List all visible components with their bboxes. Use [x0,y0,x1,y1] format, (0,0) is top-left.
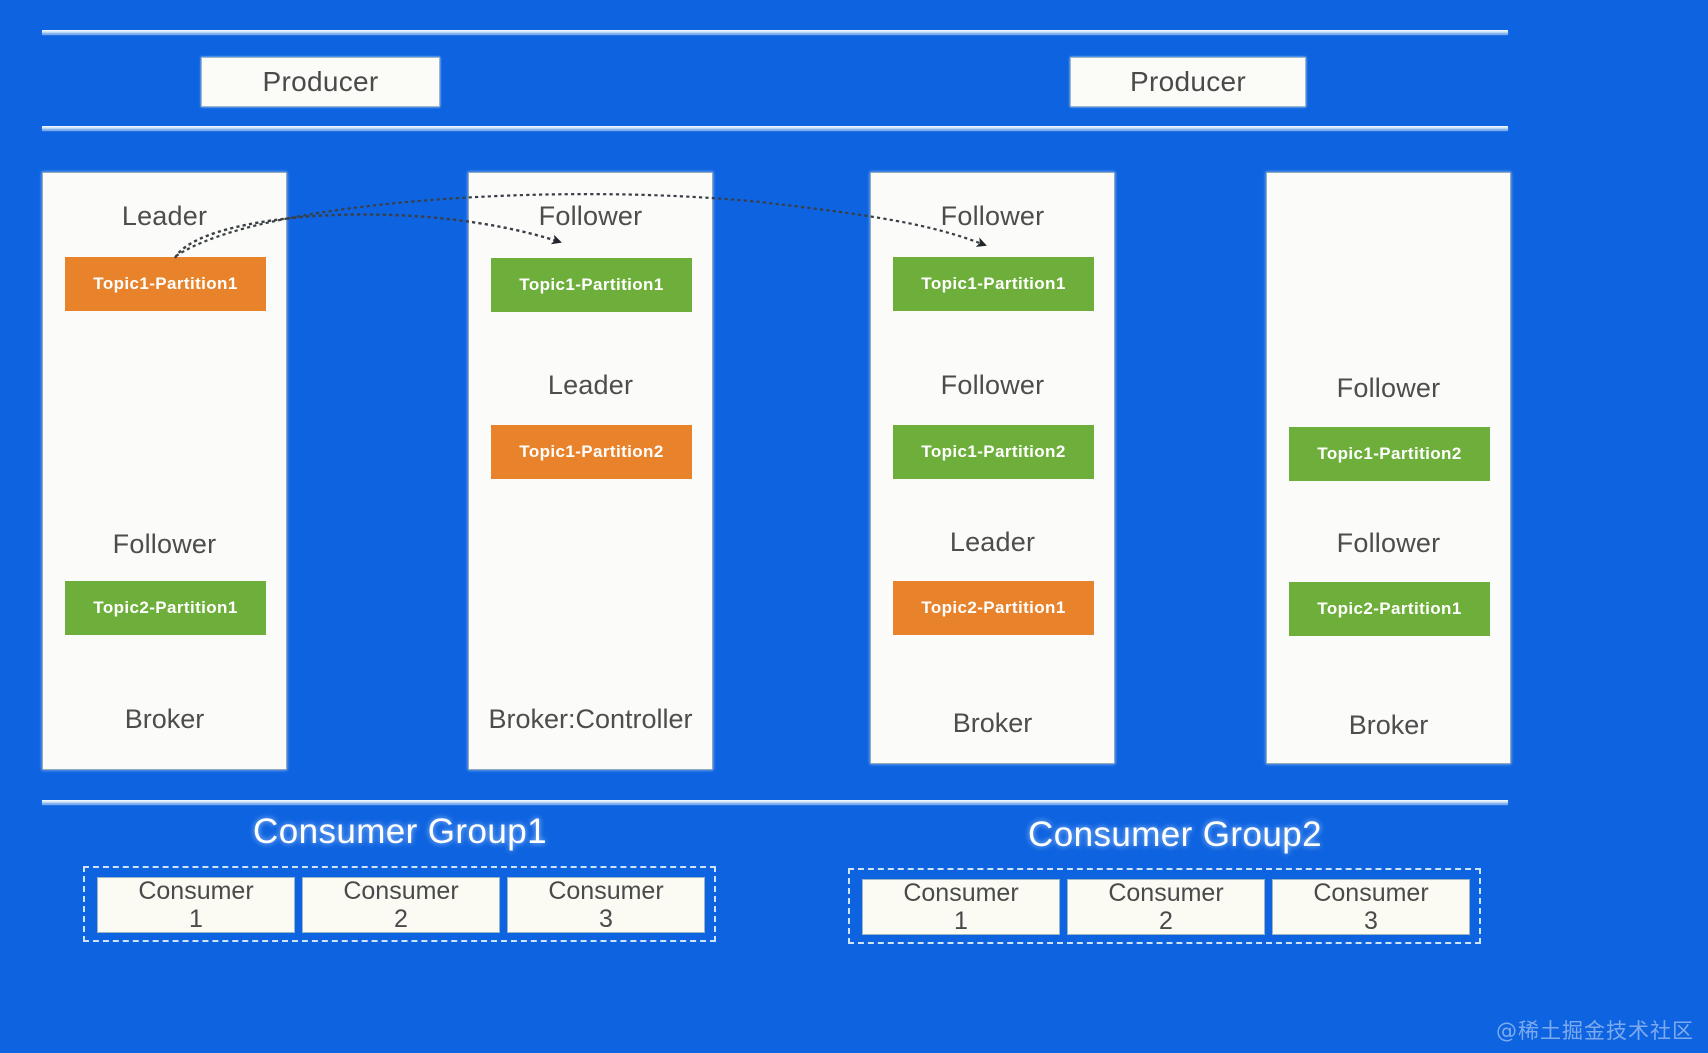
broker3-role-label-2: Follower [940,370,1045,400]
broker2-partition-1[interactable]: Topic1-Partition1 [491,258,692,312]
consumer-name: Consumer [548,877,664,905]
consumer-name: Consumer [343,877,459,905]
consumer-group-1-box [83,866,716,942]
broker3-partition-1[interactable]: Topic1-Partition1 [893,257,1094,311]
broker4-partition-2[interactable]: Topic2-Partition1 [1289,582,1490,636]
broker3-role-label-3: Leader [949,527,1036,557]
broker2-role-label-1: Follower [538,201,643,231]
consumer-group-2-title: Consumer Group2 [1028,815,1322,854]
partition-label: Topic1-Partition1 [93,274,238,293]
broker3-partition-2[interactable]: Topic1-Partition2 [893,425,1094,479]
broker4-partition-1[interactable]: Topic1-Partition2 [1289,427,1490,481]
producer-box-1[interactable]: Producer [201,57,440,107]
broker-column-2[interactable]: Follower Topic1-Partition1 Leader Topic1… [468,172,713,770]
consumer-index: 2 [1159,907,1173,935]
consumer-name: Consumer [1313,879,1429,907]
consumer-group-1-title: Consumer Group1 [253,812,547,851]
partition-label: Topic1-Partition2 [1317,444,1462,463]
broker1-role-label-1: Leader [121,201,208,231]
consumer-group-2-box [848,868,1481,944]
partition-label: Topic1-Partition1 [519,275,664,294]
consumer-group-2-consumer-1[interactable]: Consumer 1 [862,879,1060,935]
broker4-role-label-1: Follower [1336,373,1441,403]
consumer-name: Consumer [1108,879,1224,907]
broker3-partition-3[interactable]: Topic2-Partition1 [893,581,1094,635]
consumer-index: 3 [599,905,613,933]
partition-label: Topic1-Partition2 [921,442,1066,461]
consumer-index: 2 [394,905,408,933]
broker1-footer-label: Broker [124,704,205,734]
consumer-group-2-consumer-3[interactable]: Consumer 3 [1272,879,1470,935]
broker2-footer-label: Broker:Controller [488,704,693,734]
separator-rule-producers [42,126,1508,130]
partition-label: Topic2-Partition1 [1317,599,1462,618]
broker-column-3[interactable]: Follower Topic1-Partition1 Follower Topi… [870,172,1115,764]
partition-label: Topic1-Partition2 [519,442,664,461]
consumer-group-1-consumer-1[interactable]: Consumer 1 [97,877,295,933]
separator-rule-brokers [42,800,1508,804]
broker3-role-label-1: Follower [940,201,1045,231]
broker2-role-label-2: Leader [547,370,634,400]
consumer-group-1-consumer-3[interactable]: Consumer 3 [507,877,705,933]
broker3-footer-label: Broker [952,708,1033,738]
consumer-group-2-consumer-2[interactable]: Consumer 2 [1067,879,1265,935]
producer-label: Producer [1129,66,1246,97]
broker1-partition-2[interactable]: Topic2-Partition1 [65,581,266,635]
separator-rule-top [42,30,1508,34]
consumer-index: 1 [189,905,203,933]
broker1-role-label-2: Follower [112,529,217,559]
consumer-name: Consumer [903,879,1019,907]
consumer-index: 1 [954,907,968,935]
consumer-group-1-consumer-2[interactable]: Consumer 2 [302,877,500,933]
broker4-footer-label: Broker [1348,710,1429,740]
watermark-label: @稀土掘金技术社区 [1496,1019,1694,1043]
broker4-role-label-2: Follower [1336,528,1441,558]
producer-label: Producer [262,66,379,97]
broker1-partition-1[interactable]: Topic1-Partition1 [65,257,266,311]
consumer-name: Consumer [138,877,254,905]
broker-column-4[interactable]: Follower Topic1-Partition2 Follower Topi… [1266,172,1511,764]
partition-label: Topic1-Partition1 [921,274,1066,293]
consumer-index: 3 [1364,907,1378,935]
partition-label: Topic2-Partition1 [93,598,238,617]
broker2-partition-2[interactable]: Topic1-Partition2 [491,425,692,479]
partition-label: Topic2-Partition1 [921,598,1066,617]
broker-column-1[interactable]: Leader Topic1-Partition1 Follower Topic2… [42,172,287,770]
producer-box-2[interactable]: Producer [1070,57,1306,107]
